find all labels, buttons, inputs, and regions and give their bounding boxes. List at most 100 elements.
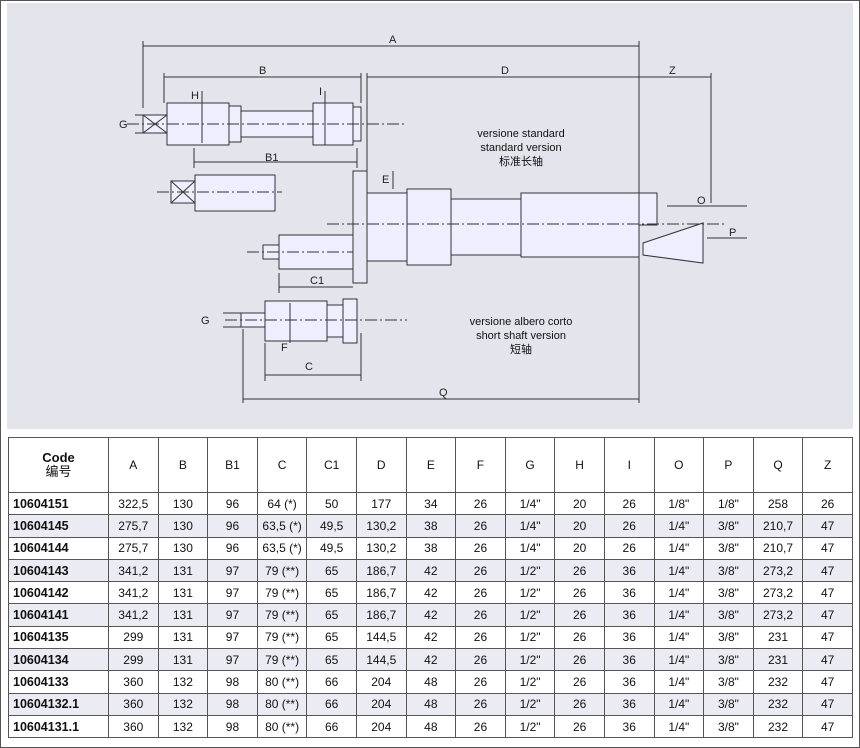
cell-e: 42 [405,603,457,627]
cell-b1: 96 [207,514,258,538]
cell-p: 3/8" [703,648,754,672]
cell-f: 26 [455,625,506,650]
cell-e: 42 [405,581,457,605]
cell-i: 36 [603,714,655,739]
dimension-label-d: D [501,65,509,77]
dimension-label-b: B [259,65,266,77]
standard-version-caption-zh: 标准长轴 [499,154,543,168]
column-header: E [405,437,457,493]
cell-i: 26 [603,514,655,538]
cell-p: 3/8" [703,625,754,650]
cell-p: 3/8" [703,514,754,538]
cell-i: 26 [603,536,655,560]
cell-f: 26 [455,692,506,716]
column-header: Q [752,437,804,493]
short-shaft-caption-en: short shaft version [476,330,566,342]
column-header: H [554,437,605,493]
cell-o: 1/4" [653,514,705,538]
cell-a: 360 [108,714,159,739]
cell-p: 3/8" [703,603,754,627]
bolt-head [638,192,658,226]
cell-c: 79 (**) [256,648,308,672]
cell-d: 186,7 [355,603,407,627]
cell-b: 130 [157,536,209,560]
cell-a: 299 [108,648,159,672]
cell-b: 131 [157,625,209,650]
cell-i: 36 [603,603,655,627]
cell-q: 210,7 [752,514,804,538]
cell-b: 132 [157,692,209,716]
cell-c1: 65 [306,581,357,605]
cell-o: 1/4" [653,692,705,716]
cell-p: 3/8" [703,714,754,739]
cell-o: 1/4" [653,581,705,605]
cell-code: 10604141 [8,603,109,627]
cell-e: 42 [405,558,457,583]
cell-e: 42 [405,648,457,672]
cell-g: 1/4" [504,536,556,560]
column-header: O [653,437,705,493]
column-header: I [603,437,655,493]
cell-c1: 66 [306,714,357,739]
cell-z: 47 [802,692,853,716]
cell-o: 1/4" [653,536,705,560]
cell-code: 10604131.1 [8,714,109,739]
cell-a: 341,2 [108,558,159,583]
cell-i: 36 [603,558,655,583]
cell-g: 1/2" [504,581,556,605]
cell-h: 26 [554,558,605,583]
cell-a: 360 [108,692,159,716]
cell-b: 132 [157,714,209,739]
cell-c1: 66 [306,670,357,694]
dimension-label-e: E [382,174,389,186]
cell-c: 80 (**) [256,692,308,716]
cell-c: 79 (**) [256,581,308,605]
cell-g: 1/2" [504,670,556,694]
column-header: D [355,437,407,493]
cell-c: 80 (**) [256,714,308,739]
dimension-label-a: A [389,34,397,46]
cell-h: 20 [554,514,605,538]
cell-b: 131 [157,648,209,672]
cell-i: 26 [603,491,655,516]
cell-b1: 97 [207,558,258,583]
column-header-code: Code 编号 [8,437,109,493]
cell-p: 3/8" [703,558,754,583]
cell-f: 26 [455,536,506,560]
cell-a: 360 [108,670,159,694]
cell-b1: 96 [207,536,258,560]
cell-g: 1/2" [504,625,556,650]
cell-e: 38 [405,536,457,560]
cell-q: 210,7 [752,536,804,560]
cell-d: 177 [355,491,407,516]
cell-z: 47 [802,670,853,694]
short-shaft-caption-it: versione albero corto [470,316,573,328]
cell-a: 275,7 [108,514,159,538]
cell-a: 341,2 [108,603,159,627]
cell-i: 36 [603,692,655,716]
cell-h: 26 [554,692,605,716]
cell-f: 26 [455,603,506,627]
cell-c1: 65 [306,648,357,672]
cell-a: 341,2 [108,581,159,605]
cell-d: 144,5 [355,648,407,672]
cell-b: 130 [157,491,209,516]
cell-b1: 97 [207,625,258,650]
cell-i: 36 [603,581,655,605]
cell-z: 47 [802,625,853,650]
cell-e: 48 [405,714,457,739]
cell-b1: 98 [207,714,258,739]
column-header: A [108,437,159,493]
cell-p: 3/8" [703,692,754,716]
cell-p: 3/8" [703,670,754,694]
dimension-label-o: O [697,195,706,207]
cell-a: 275,7 [108,536,159,560]
column-header: P [703,437,754,493]
cell-c: 79 (**) [256,558,308,583]
cell-z: 47 [802,558,853,583]
cell-o: 1/4" [653,625,705,650]
standard-version-caption-it: versione standard [477,128,564,140]
